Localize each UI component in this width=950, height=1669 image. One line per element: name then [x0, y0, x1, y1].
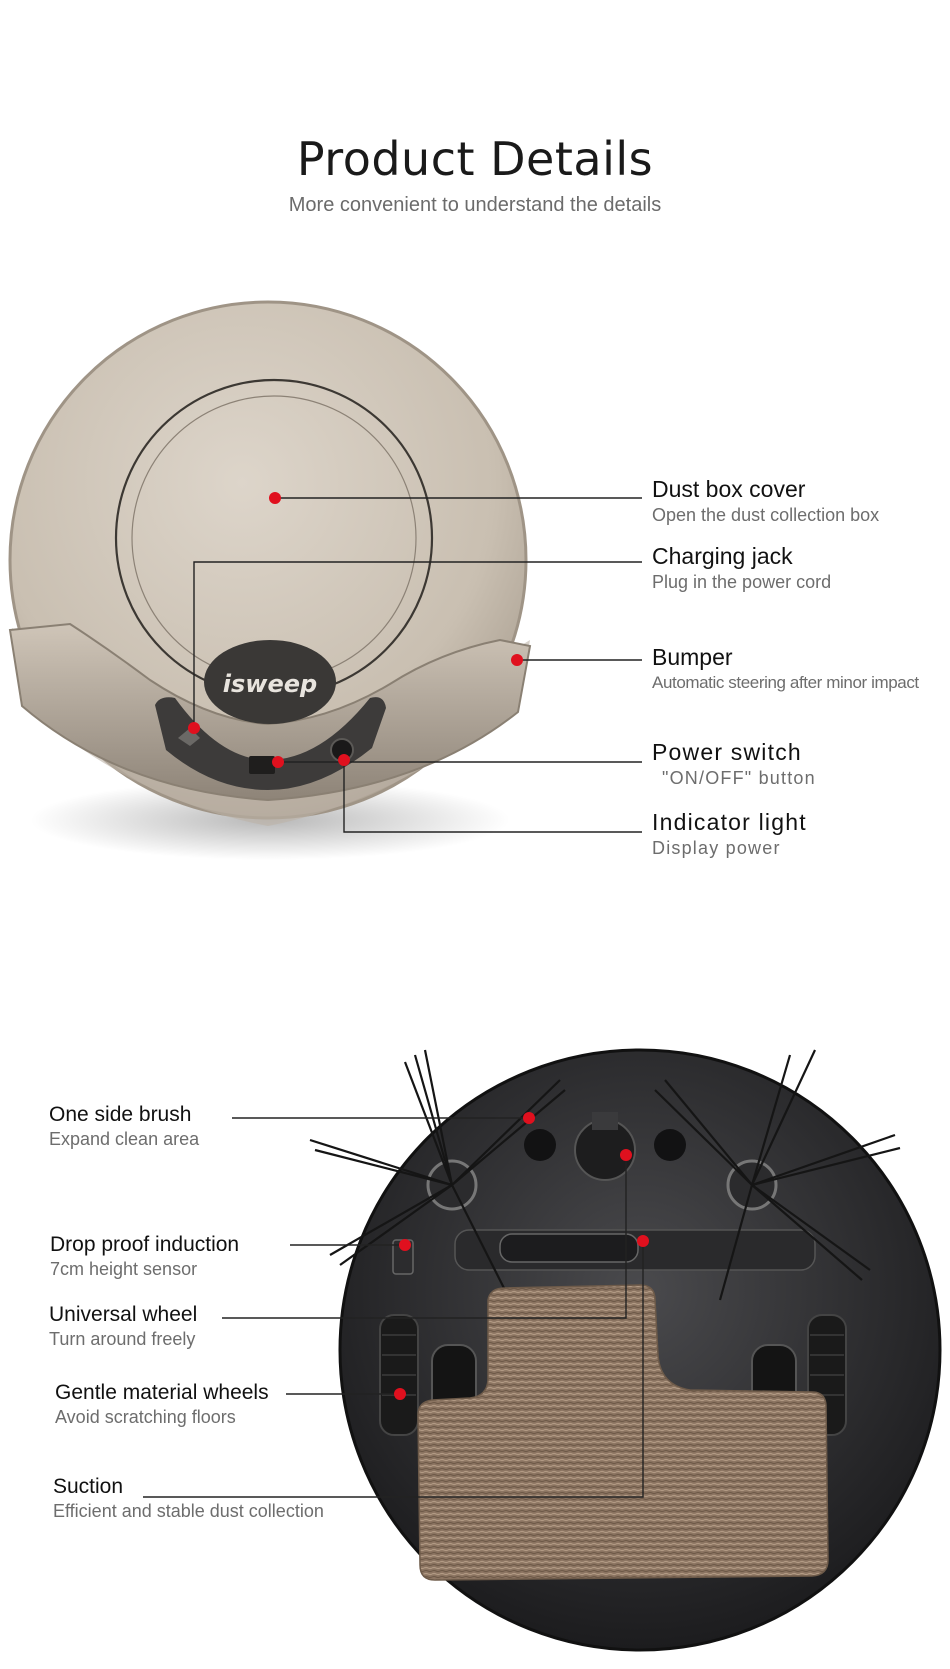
- callout-title: Gentle material wheels: [55, 1381, 269, 1404]
- marker-dust-box-cover: [269, 492, 281, 504]
- bottom-markers: [394, 1112, 649, 1400]
- callout-subtitle: Efficient and stable dust collection: [53, 1501, 324, 1521]
- callout-title: Drop proof induction: [50, 1233, 240, 1256]
- callout-subtitle: Expand clean area: [49, 1129, 200, 1149]
- callout-subtitle: Plug in the power cord: [652, 572, 832, 592]
- side-brush-bristles: [309, 1049, 901, 1301]
- callout-subtitle: 7cm height sensor: [50, 1259, 198, 1279]
- brand-logo: isweep: [223, 670, 317, 698]
- marker-one-side-brush: [523, 1112, 535, 1124]
- callout-title: Indicator light: [652, 809, 807, 835]
- power-switch: [249, 756, 275, 774]
- marker-gentle-material-wheels: [394, 1388, 406, 1400]
- marker-suction: [637, 1235, 649, 1247]
- callout-indicator-light: Indicator light Display power: [652, 809, 807, 859]
- suction-port: [499, 1233, 639, 1263]
- callout-charging-jack: Charging jack Plug in the power cord: [652, 543, 831, 593]
- marker-universal-wheel: [620, 1149, 632, 1161]
- callout-subtitle: Automatic steering after minor impact: [652, 673, 919, 692]
- callout-universal-wheel: Universal wheel Turn around freely: [49, 1303, 197, 1350]
- callout-drop-proof-induction: Drop proof induction 7cm height sensor: [50, 1233, 239, 1280]
- callout-title: Dust box cover: [652, 476, 806, 502]
- marker-bumper: [511, 654, 523, 666]
- callout-title: Bumper: [652, 644, 733, 670]
- callout-title: One side brush: [49, 1103, 192, 1126]
- callout-title: Charging jack: [652, 543, 793, 569]
- callout-gentle-material-wheels: Gentle material wheels Avoid scratching …: [55, 1381, 269, 1428]
- page-subtitle: More convenient to understand the detail…: [288, 194, 662, 216]
- callout-one-side-brush: One side brush Expand clean area: [49, 1103, 199, 1150]
- page-title: Product Details: [296, 132, 654, 186]
- callout-title: Power switch: [652, 739, 802, 765]
- control-panel: [155, 697, 386, 790]
- callout-subtitle: Display power: [652, 838, 781, 858]
- callout-dust-box-cover: Dust box cover Open the dust collection …: [652, 476, 879, 526]
- callout-title: Suction: [53, 1475, 124, 1498]
- marker-power-switch: [272, 756, 284, 768]
- marker-charging-jack: [188, 722, 200, 734]
- callout-subtitle: Turn around freely: [49, 1329, 196, 1349]
- brand-logo-plate: [204, 640, 336, 724]
- callout-subtitle: "ON/OFF" button: [662, 768, 816, 788]
- callout-title: Universal wheel: [49, 1303, 198, 1326]
- top-markers: [188, 492, 523, 768]
- mop-pad: [417, 1284, 829, 1581]
- callout-subtitle: Open the dust collection box: [652, 505, 880, 525]
- callout-subtitle: Avoid scratching floors: [55, 1407, 236, 1427]
- marker-indicator-light: [338, 754, 350, 766]
- marker-drop-proof-induction: [399, 1239, 411, 1251]
- callout-bumper: Bumper Automatic steering after minor im…: [652, 644, 919, 693]
- callout-suction: Suction Efficient and stable dust collec…: [53, 1475, 324, 1522]
- callout-power-switch: Power switch "ON/OFF" button: [652, 739, 816, 789]
- robot-bumper: [8, 622, 532, 802]
- bottom-leader-lines: [143, 1117, 644, 1498]
